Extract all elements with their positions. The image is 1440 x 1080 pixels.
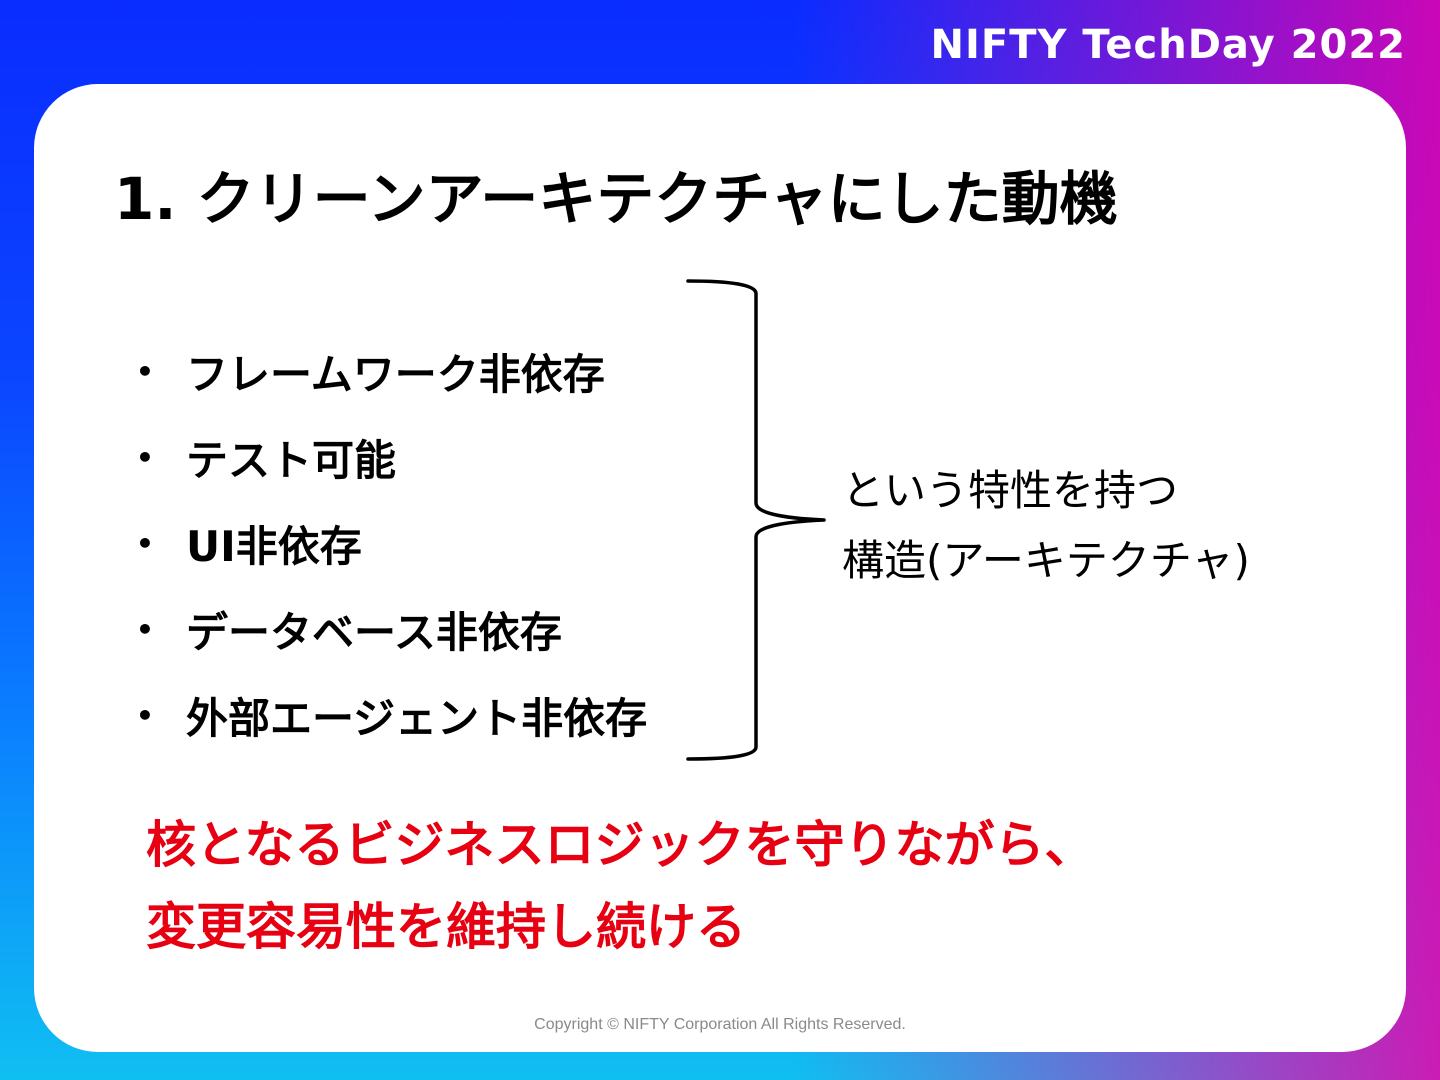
bullet-dot-icon: •	[136, 354, 154, 388]
bullet-text: UI非依存	[186, 521, 362, 571]
slide-card: 1. クリーンアーキテクチャにした動機 • フレームワーク非依存 • テスト可能…	[34, 84, 1406, 1052]
side-note-line: 構造(アーキテクチャ)	[842, 536, 1250, 585]
bullet-dot-icon: •	[136, 698, 154, 732]
bullet-text: データベース非依存	[186, 607, 562, 657]
bullet-text: テスト可能	[186, 435, 397, 485]
bullet-dot-icon: •	[136, 440, 154, 474]
side-note: という特性を持つ 構造(アーキテクチャ)	[842, 456, 1250, 596]
bullet-list: • フレームワーク非依存 • テスト可能 • UI非依存 • データベース非依存…	[136, 328, 647, 758]
brand-logo: NIFTY TechDay 2022	[930, 22, 1406, 68]
bullet-text: フレームワーク非依存	[186, 349, 605, 399]
bullet-dot-icon: •	[136, 526, 154, 560]
curly-brace-icon	[686, 279, 826, 761]
list-item: • 外部エージェント非依存	[136, 672, 647, 758]
bullet-dot-icon: •	[136, 612, 154, 646]
conclusion-line: 変更容易性を維持し続ける	[146, 898, 746, 956]
list-item: • フレームワーク非依存	[136, 328, 647, 414]
bullet-text: 外部エージェント非依存	[186, 693, 648, 743]
side-note-line: という特性を持つ	[842, 466, 1179, 515]
conclusion-line: 核となるビジネスロジックを守りながら、	[146, 816, 1095, 874]
list-item: • UI非依存	[136, 500, 647, 586]
slide-title: 1. クリーンアーキテクチャにした動機	[114, 165, 1118, 233]
copyright-footer: Copyright © NIFTY Corporation All Rights…	[534, 1016, 906, 1033]
conclusion-text: 核となるビジネスロジックを守りながら、 変更容易性を維持し続ける	[146, 804, 1095, 968]
list-item: • データベース非依存	[136, 586, 647, 672]
list-item: • テスト可能	[136, 414, 647, 500]
